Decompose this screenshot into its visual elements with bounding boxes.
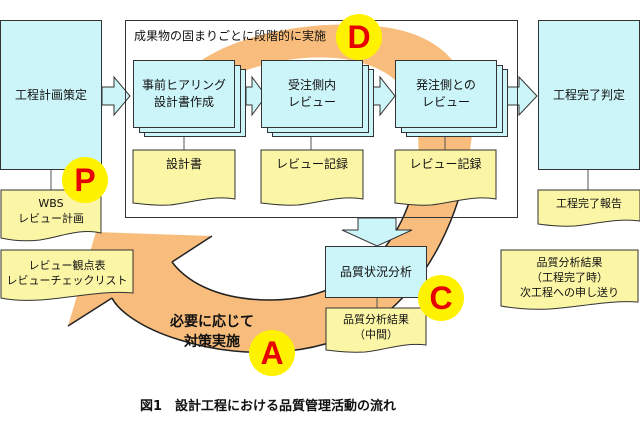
doc-final-result-shape [500,249,639,310]
iteration-frame-title: 成果物の固まりごとに段階的に実施 [134,29,327,43]
flow-arrow-step1-to-step2 [245,75,267,117]
process-complete: 工程完了判定 [538,20,640,170]
doc-completion-report: 工程完了報告 [556,197,622,210]
flow-arrow-step3-to-complete [506,75,538,117]
doc-wbs-shape [0,189,102,242]
process-step1: 事前ヒアリング 設計書作成 [133,60,235,128]
process-step3: 発注側との レビュー [395,60,497,128]
process-step2: 受注側内 レビュー [261,60,363,128]
doc-design: 設計書 [165,157,202,171]
badge-plan: P [62,157,108,203]
action-text: 必要に応じて 対策実施 [170,314,254,350]
cycle-arrow-head-edge-2 [171,235,213,263]
doc-report-shape [537,189,640,227]
flow-arrow-plan-to-step1 [101,75,131,117]
doc-checklist-shape [0,249,134,301]
cycle-arrow-outline-inner [171,199,411,301]
process-analysis: 品質状況分析 [325,246,427,298]
badge-do: D [336,14,382,60]
iteration-frame [125,20,518,218]
doc-checklist: レビュー観点表 レビューチェックリスト [6,259,128,287]
doc-final-result: 品質分析結果 （工程完了時） 次工程への申し送り [520,256,619,299]
badge-act: A [249,330,295,376]
doc-review-record-2: レビュー記録 [409,157,482,171]
badge-check: C [418,275,464,321]
flow-arrow-frame-to-analysis [341,217,413,247]
doc-review-record-1: レビュー記録 [275,157,348,171]
cycle-arrow-outline-outer [111,149,471,354]
doc-record1-shape [260,149,364,206]
process-plan: 工程計画策定 [0,20,102,170]
doc-wbs: WBS レビュー計画 [18,197,84,225]
doc-record2-shape [394,149,497,206]
documents [0,149,640,353]
figure-caption: 図1 設計工程における品質管理活動の流れ [140,399,397,414]
flow-arrow-step2-to-step3 [372,75,396,117]
doc-design-shape [132,149,236,206]
cycle-arrow-head-edge-1 [67,297,113,327]
doc-interim-result: 品質分析結果 （中間） [343,313,409,341]
doc-interim-shape [325,307,427,353]
